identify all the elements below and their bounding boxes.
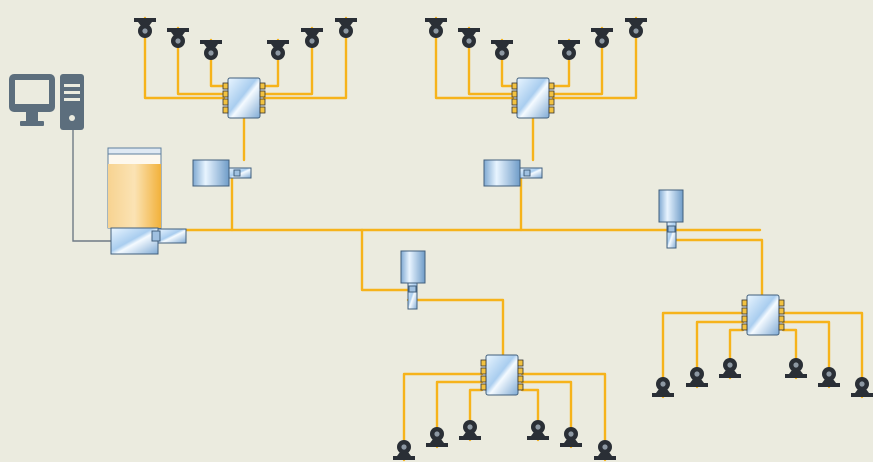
pressure-switch-icon [400, 250, 426, 310]
branch-line [551, 26, 604, 96]
computer-icon [9, 74, 84, 130]
bearing-point-icon [301, 28, 323, 48]
control-wire [72, 130, 112, 242]
branch-line [661, 311, 745, 399]
bearing-point-icon [686, 367, 708, 387]
lubrication-branch [652, 294, 873, 399]
bearing-point-icon [426, 427, 448, 447]
branch-line [467, 26, 515, 96]
branch-line [434, 16, 515, 100]
pressure-switch-icon [483, 159, 543, 187]
branch-line [520, 372, 607, 462]
bearing-point-icon [719, 358, 741, 378]
progressive-divider-block-icon [222, 77, 266, 119]
branch-line [520, 380, 573, 449]
bearing-point-icon [393, 440, 415, 460]
lubrication-branch [134, 16, 357, 119]
bearing-point-icon [459, 420, 481, 440]
lubrication-branch [425, 16, 647, 119]
branch-line [402, 372, 484, 462]
branch-line [435, 380, 484, 449]
bearing-point-icon [335, 18, 357, 38]
branch-line [551, 16, 638, 100]
progressive-divider-block-icon [741, 294, 785, 336]
branch-line [143, 16, 226, 100]
branch-line [695, 320, 745, 389]
branch-line [781, 311, 864, 399]
bearing-point-icon [425, 18, 447, 38]
pressure-switch-icon [192, 159, 252, 187]
bearing-point-icon [167, 28, 189, 48]
bearing-point-icon [200, 40, 222, 60]
branch-line [781, 320, 831, 389]
bearing-point-icon [527, 420, 549, 440]
progressive-divider-block-icon [511, 77, 555, 119]
bearing-point-icon [560, 427, 582, 447]
bearing-point-icon [594, 440, 616, 460]
branch-line [262, 16, 348, 100]
bearing-point-icon [851, 377, 873, 397]
bearing-point-icon [818, 367, 840, 387]
bearing-point-icon [458, 28, 480, 48]
bearing-point-icon [558, 40, 580, 60]
bearing-point-icon [267, 40, 289, 60]
bearing-point-icon [591, 28, 613, 48]
grease-pump-icon [107, 147, 187, 255]
progressive-divider-block-icon [480, 354, 524, 396]
branch-line [262, 26, 314, 96]
bearing-point-icon [785, 358, 807, 378]
bearing-point-icon [625, 18, 647, 38]
bearing-point-icon [491, 40, 513, 60]
pressure-switch-icon [658, 189, 684, 249]
bearing-point-icon [134, 18, 156, 38]
bearing-point-icon [652, 377, 674, 397]
lubrication-branch [393, 354, 616, 462]
branch-line [176, 26, 226, 96]
